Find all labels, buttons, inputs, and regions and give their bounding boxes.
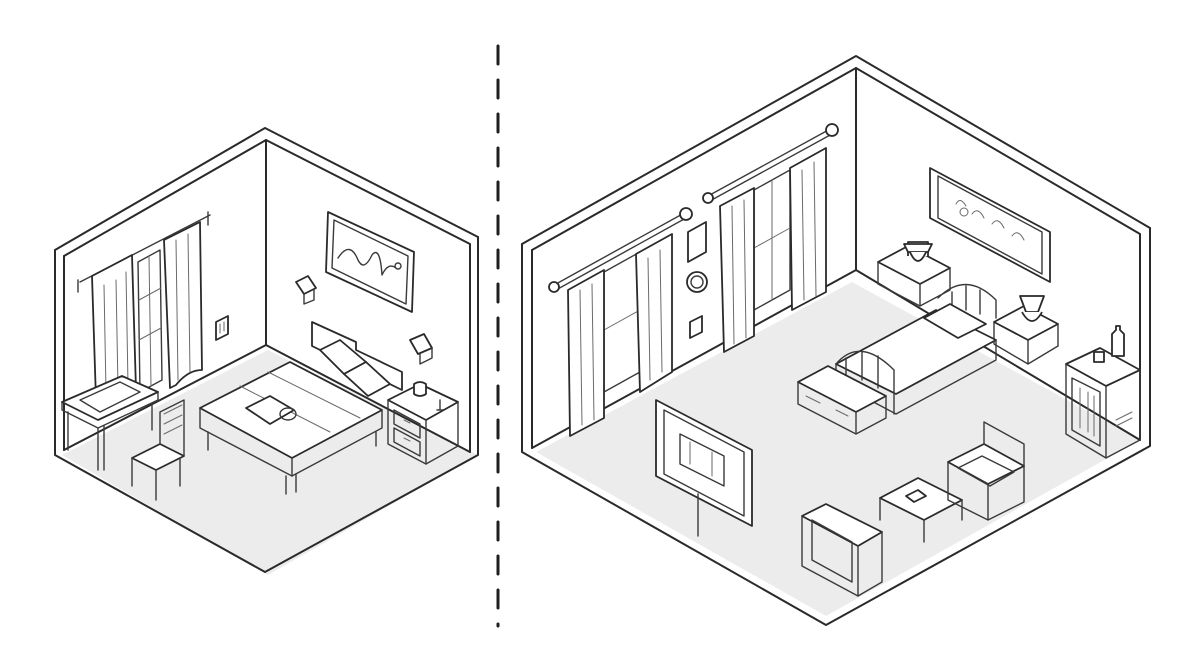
right-floor-shading <box>536 282 1140 616</box>
coffee-table <box>879 477 963 543</box>
curtain-1-folds <box>579 283 595 426</box>
wall-lamp-left <box>295 275 317 295</box>
curtain-1 <box>567 269 605 437</box>
left-room-walls <box>54 127 479 573</box>
tv <box>655 399 753 537</box>
small-frame <box>687 221 707 263</box>
chair <box>131 399 185 501</box>
small-bedroom-panel <box>54 127 479 575</box>
wall-lamp-right-arm <box>419 347 433 365</box>
wall-art-scribble <box>325 211 415 313</box>
minibar-fridge <box>1065 347 1141 459</box>
left-window <box>137 249 163 393</box>
curtain-3 <box>719 187 755 353</box>
pillow-right <box>343 361 391 397</box>
wall-lamp-left-arm <box>303 289 315 305</box>
bed-pillow <box>923 303 987 339</box>
right-curtain <box>163 221 203 389</box>
window-right <box>753 169 791 311</box>
nightstand-right <box>993 305 1059 365</box>
wall-lamp-right <box>409 333 433 355</box>
table-lamp-right <box>1019 295 1045 322</box>
vase <box>413 381 444 411</box>
armchair-right <box>947 421 1025 521</box>
light-switch-toggle <box>219 321 225 334</box>
single-bed <box>835 283 997 415</box>
table-lamp-left <box>903 241 933 262</box>
curtain-2-folds <box>647 249 663 381</box>
double-bed <box>199 321 403 495</box>
nightstand <box>387 383 459 465</box>
large-hotel-room-panel <box>521 55 1151 626</box>
desk <box>61 375 159 471</box>
bottles <box>1093 325 1125 363</box>
coffee-table-card <box>905 489 927 503</box>
left-curtain <box>91 254 137 401</box>
curtain-2 <box>635 233 673 393</box>
framed-art <box>929 167 1051 283</box>
curtain-rod-2 <box>702 123 839 204</box>
light-switch-right <box>689 315 703 339</box>
curtain-4-folds <box>801 161 817 301</box>
round-mirror-inner <box>690 275 704 289</box>
light-switch <box>215 315 229 341</box>
round-mirror <box>686 271 708 293</box>
curtain-3-folds <box>731 199 747 345</box>
curtain-4 <box>789 147 827 311</box>
curtain-rod-1 <box>548 207 693 293</box>
bench <box>797 365 887 435</box>
window-left <box>603 251 641 393</box>
nightstand-left <box>877 245 951 307</box>
armchair-left <box>801 503 883 597</box>
